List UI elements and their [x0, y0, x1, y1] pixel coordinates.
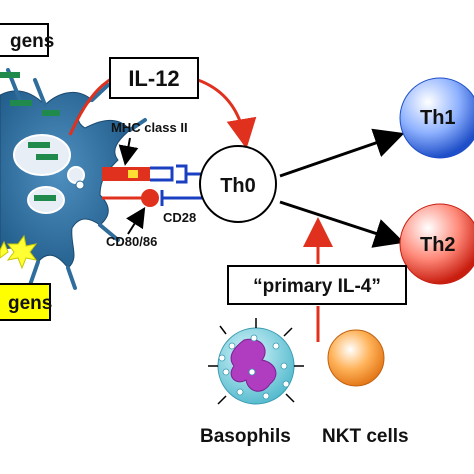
- arrow-th0-to-th1: [279, 128, 405, 178]
- th1-cell: Th1: [399, 77, 474, 159]
- allergen-particle: [6, 234, 38, 270]
- cd80-pointer: [126, 206, 146, 235]
- th1-label: Th1: [420, 107, 456, 129]
- th0-label: Th0: [220, 175, 256, 197]
- allergen-fragment: [36, 154, 58, 160]
- nkt-cells-label: NKT cells: [322, 426, 409, 447]
- allergens-top-box: gens: [0, 23, 54, 57]
- dendritic-cell: [0, 68, 147, 290]
- il12-label: IL-12: [128, 66, 179, 91]
- allergen-fragment: [0, 72, 20, 78]
- allergen-fragment: [34, 195, 56, 201]
- arrow-th0-to-th2: [279, 200, 405, 248]
- allergen-fragment: [10, 100, 32, 106]
- il12-arrow: [197, 78, 257, 149]
- mhc-tcr-complex: [102, 164, 204, 184]
- basophil-granules: [218, 334, 290, 400]
- cd80-86-label: CD80/86: [106, 234, 157, 249]
- allergens-bottom-box: gens: [0, 283, 52, 321]
- allergen-fragment: [28, 142, 50, 148]
- mhc-pointer: [118, 137, 139, 166]
- basophil-cell: [208, 318, 304, 405]
- th2-label: Th2: [420, 234, 456, 256]
- basophils-label: Basophils: [200, 426, 291, 447]
- mhc-class-ii-label: MHC class II: [111, 120, 188, 135]
- allergens-top-label: gens: [10, 31, 54, 52]
- allergen-fragment: [42, 110, 60, 116]
- allergens-bottom-label: gens: [8, 293, 52, 314]
- primary-il4-box: “primary IL-4”: [227, 265, 407, 305]
- primary-il4-label: “primary IL-4”: [253, 276, 381, 297]
- th2-cell: Th2: [399, 203, 474, 285]
- cd80-cd28-complex: [102, 189, 204, 207]
- nkt-cell: [327, 329, 385, 387]
- il12-box: IL-12: [109, 57, 199, 99]
- basophil-nucleus: [230, 338, 277, 392]
- th0-cell: Th0: [199, 145, 277, 223]
- cd28-label: CD28: [163, 210, 196, 225]
